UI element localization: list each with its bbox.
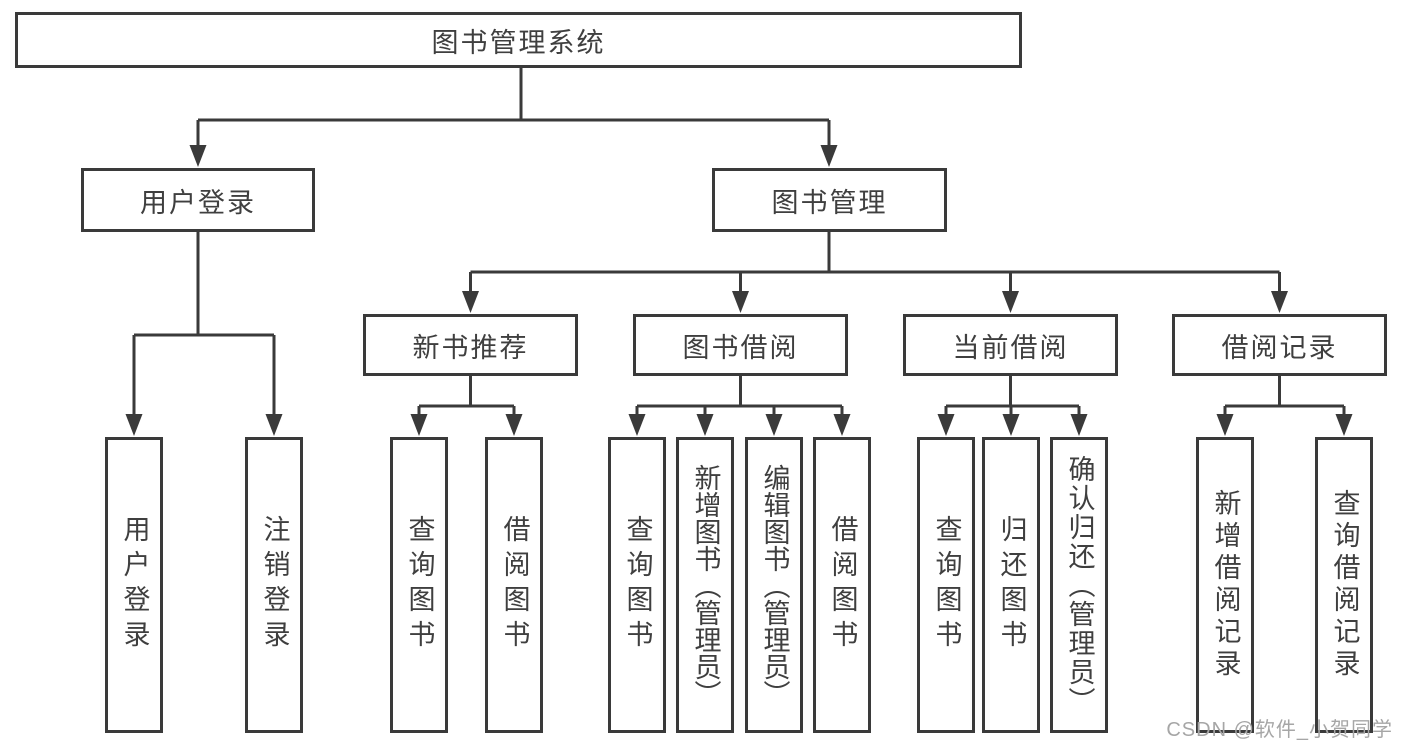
leaf-edit-books-admin: 编辑图书（管理员） [745,437,803,733]
leaf-label: 新增图书（管理员） [690,463,721,707]
leaf-label: 编辑图书（管理员） [759,463,790,707]
leaf-query-books-recommend: 查询图书 [390,437,448,733]
node-book-borrowing: 图书借阅 [633,314,848,376]
leaf-label: 注销登录 [259,515,290,655]
leaf-label: 借阅图书 [499,515,530,655]
leaf-query-books-borrowing: 查询图书 [608,437,666,733]
leaf-label: 用户登录 [119,515,150,655]
leaf-label: 查询图书 [404,515,435,655]
node-current-borrowing: 当前借阅 [903,314,1118,376]
csdn-watermark: CSDN @软件_小贺同学 [1166,719,1393,741]
node-library-management-system: 图书管理系统 [15,12,1022,68]
node-label: 图书管理系统 [431,27,606,58]
leaf-logout: 注销登录 [245,437,303,733]
connector-borrowing-records-to-leaves [1216,376,1353,436]
node-label: 图书管理 [771,187,888,218]
node-label: 借阅记录 [1221,332,1338,363]
node-borrowing-records: 借阅记录 [1172,314,1387,376]
leaf-borrow-books-recommend: 借阅图书 [485,437,543,733]
connector-root-to-level2 [189,68,838,167]
connector-new-book-to-leaves [410,376,523,436]
connector-current-borrowing-to-leaves [937,376,1088,436]
leaf-label: 查询借阅记录 [1329,489,1360,681]
leaf-return-books: 归还图书 [982,437,1040,733]
connector-book-borrowing-to-leaves [628,376,851,436]
connector-book-management-to-level3 [462,232,1288,313]
leaf-query-books-current: 查询图书 [917,437,975,733]
leaf-label: 查询图书 [622,515,653,655]
connector-user-login-to-leaves [125,232,283,436]
leaf-label: 借阅图书 [827,515,858,655]
leaf-label: 新增借阅记录 [1210,489,1241,681]
leaf-user-login: 用户登录 [105,437,163,733]
leaf-label: 查询图书 [931,515,962,655]
leaf-add-books-admin: 新增图书（管理员） [676,437,734,733]
leaf-borrow-books-borrowing: 借阅图书 [813,437,871,733]
leaf-add-borrow-record: 新增借阅记录 [1196,437,1254,733]
node-new-book-recommendation: 新书推荐 [363,314,578,376]
leaf-label: 归还图书 [996,515,1027,655]
leaf-query-borrow-record: 查询借阅记录 [1315,437,1373,733]
node-label: 图书借阅 [682,332,799,363]
leaf-label: 确认归还（管理员） [1064,454,1095,716]
node-user-login: 用户登录 [81,168,315,232]
node-label: 当前借阅 [952,332,1069,363]
node-label: 新书推荐 [412,332,529,363]
leaf-confirm-return-admin: 确认归还（管理员） [1050,437,1108,733]
node-book-management: 图书管理 [712,168,947,232]
node-label: 用户登录 [140,187,256,218]
